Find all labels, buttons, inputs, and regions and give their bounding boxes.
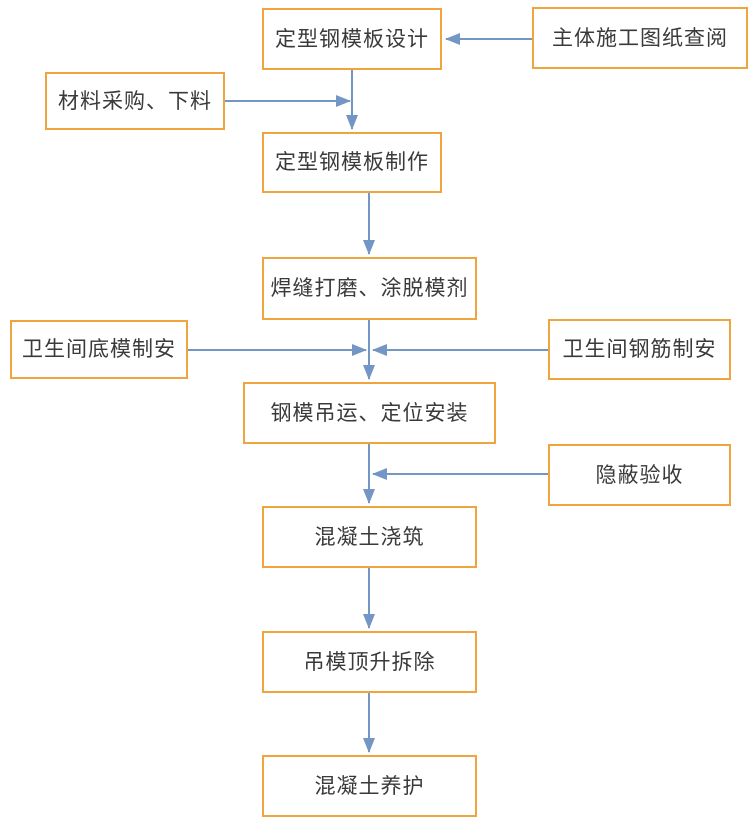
flow-node-label: 隐蔽验收 (595, 462, 684, 487)
flow-node-material-procurement: 材料采购、下料 (45, 72, 225, 130)
flow-node-label: 定型钢模板设计 (275, 26, 429, 51)
flow-node-label: 混凝土养护 (314, 773, 425, 798)
flow-node-label: 混凝土浇筑 (314, 524, 425, 549)
flow-node-weld-grinding: 焊缝打磨、涂脱模剂 (262, 257, 477, 320)
flow-node-drawing-review: 主体施工图纸查阅 (532, 7, 748, 69)
flow-node-label: 吊模顶升拆除 (303, 649, 436, 674)
flow-node-label: 卫生间钢筋制安 (562, 337, 717, 361)
flow-node-rebar-install: 卫生间钢筋制安 (548, 319, 731, 380)
flow-node-label: 卫生间底模制安 (22, 337, 176, 361)
flow-node-concealed-acceptance: 隐蔽验收 (548, 444, 731, 506)
flow-node-label: 钢模吊运、定位安装 (270, 400, 469, 425)
flow-node-label: 材料采购、下料 (58, 88, 212, 113)
flow-node-label: 定型钢模板制作 (275, 150, 429, 174)
flow-node-concrete-pouring: 混凝土浇筑 (262, 506, 477, 568)
flow-node-concrete-curing: 混凝土养护 (262, 755, 477, 817)
flow-node-label: 焊缝打磨、涂脱模剂 (270, 276, 469, 300)
flow-node-form-removal: 吊模顶升拆除 (262, 631, 477, 693)
flow-node-label: 主体施工图纸查阅 (552, 25, 728, 50)
flow-node-fabrication: 定型钢模板制作 (262, 132, 442, 193)
flow-node-design: 定型钢模板设计 (262, 8, 442, 70)
flow-node-bottom-form-install: 卫生间底模制安 (10, 320, 188, 379)
flow-node-hoist-position: 钢模吊运、定位安装 (243, 382, 496, 444)
